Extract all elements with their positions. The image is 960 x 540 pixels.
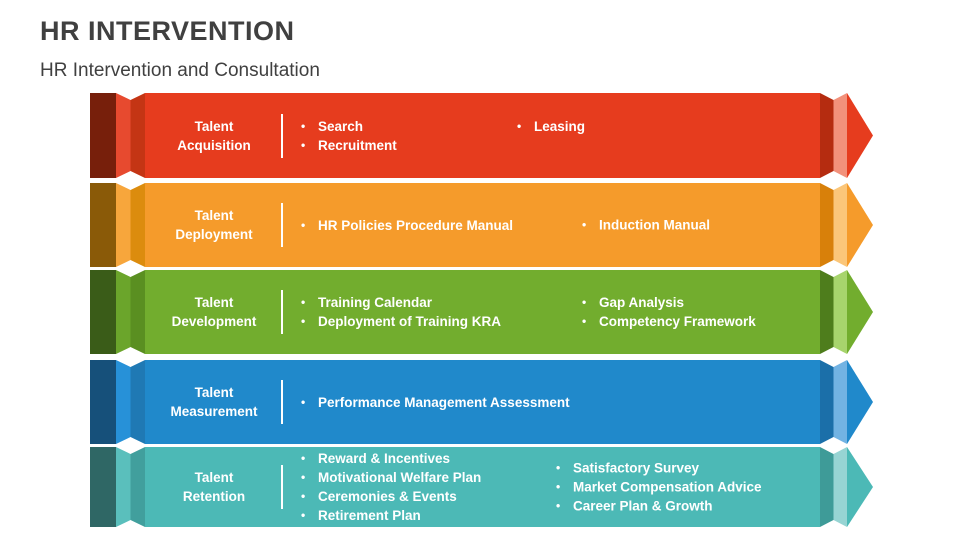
band-body: Talent Development Training Calendar Dep… [145,270,820,354]
band-talent-measurement: Talent Measurement Performance Managemen… [90,360,873,444]
band-left-block [90,270,116,354]
band-label: Talent Measurement [147,383,281,421]
band-left-block [90,360,116,444]
list-item: Market Compensation Advice [556,478,762,497]
list-item: Recruitment [301,136,397,155]
band-talent-development: Talent Development Training Calendar Dep… [90,270,873,354]
band-left-fold [116,360,145,444]
band-body: Talent Deployment HR Policies Procedure … [145,183,820,267]
band-column-2: Satisfactory Survey Market Compensation … [556,459,762,516]
arrow-right-icon [847,447,873,527]
page-subtitle: HR Intervention and Consultation [40,60,320,81]
list-item: Motivational Welfare Plan [301,468,481,487]
band-talent-retention: Talent Retention Reward & Incentives Mot… [90,447,873,527]
band-label-line1: Talent [194,295,234,310]
arrow-right-icon [847,183,873,267]
list-item: Satisfactory Survey [556,459,762,478]
band-body: Talent Retention Reward & Incentives Mot… [145,447,820,527]
band-label: Talent Acquisition [147,117,281,155]
list-item: Career Plan & Growth [556,497,762,516]
list-item: HR Policies Procedure Manual [301,216,513,235]
list-item: Retirement Plan [301,506,481,525]
list-item: Leasing [517,117,585,136]
band-body: Talent Measurement Performance Managemen… [145,360,820,444]
band-label: Talent Deployment [147,206,281,244]
band-left-fold [116,93,145,178]
band-left-block [90,93,116,178]
page-title: HR INTERVENTION [40,16,295,46]
list-item: Performance Management Assessment [301,393,570,412]
band-right-fold [820,93,847,178]
band-right-fold [820,447,847,527]
band-talent-deployment: Talent Deployment HR Policies Procedure … [90,183,873,267]
band-column-1: Reward & Incentives Motivational Welfare… [301,449,481,525]
band-label: Talent Retention [147,468,281,506]
band-label-line2: Development [171,314,257,329]
band-divider [281,113,283,158]
band-divider [281,290,283,334]
band-divider [281,203,283,247]
band-left-block [90,447,116,527]
list-item: Search [301,117,397,136]
band-label-line1: Talent [194,208,234,223]
band-body: Talent Acquisition Search Recruitment Le… [145,93,820,178]
band-label-line1: Talent [194,470,234,485]
list-item: Reward & Incentives [301,449,481,468]
band-label-line2: Acquisition [177,137,251,153]
band-left-block [90,183,116,267]
list-item: Ceremonies & Events [301,487,481,506]
band-column-2: Induction Manual [582,216,710,235]
band-column-2: Gap Analysis Competency Framework [582,293,756,331]
band-list: Talent Acquisition Search Recruitment Le… [90,93,873,527]
arrow-right-icon [847,93,873,178]
band-column-1: Performance Management Assessment [301,393,570,412]
list-item: Deployment of Training KRA [301,312,501,331]
band-left-fold [116,270,145,354]
band-column-2: Leasing [517,117,585,136]
band-label-line2: Deployment [175,227,253,242]
list-item: Competency Framework [582,312,756,331]
band-left-fold [116,447,145,527]
band-right-fold [820,360,847,444]
band-right-fold [820,183,847,267]
band-label: Talent Development [147,293,281,331]
list-item: Training Calendar [301,293,501,312]
band-talent-acquisition: Talent Acquisition Search Recruitment Le… [90,93,873,178]
band-column-1: Search Recruitment [301,117,397,155]
band-label-line2: Measurement [170,404,258,419]
band-divider [281,380,283,424]
band-label-line1: Talent [194,118,234,134]
band-label-line2: Retention [182,489,246,504]
list-item: Gap Analysis [582,293,756,312]
arrow-right-icon [847,270,873,354]
arrow-right-icon [847,360,873,444]
list-item: Induction Manual [582,216,710,235]
band-label-line1: Talent [194,385,234,400]
band-right-fold [820,270,847,354]
band-left-fold [116,183,145,267]
band-column-1: Training Calendar Deployment of Training… [301,293,501,331]
band-column-1: HR Policies Procedure Manual [301,216,513,235]
band-divider [281,465,283,509]
